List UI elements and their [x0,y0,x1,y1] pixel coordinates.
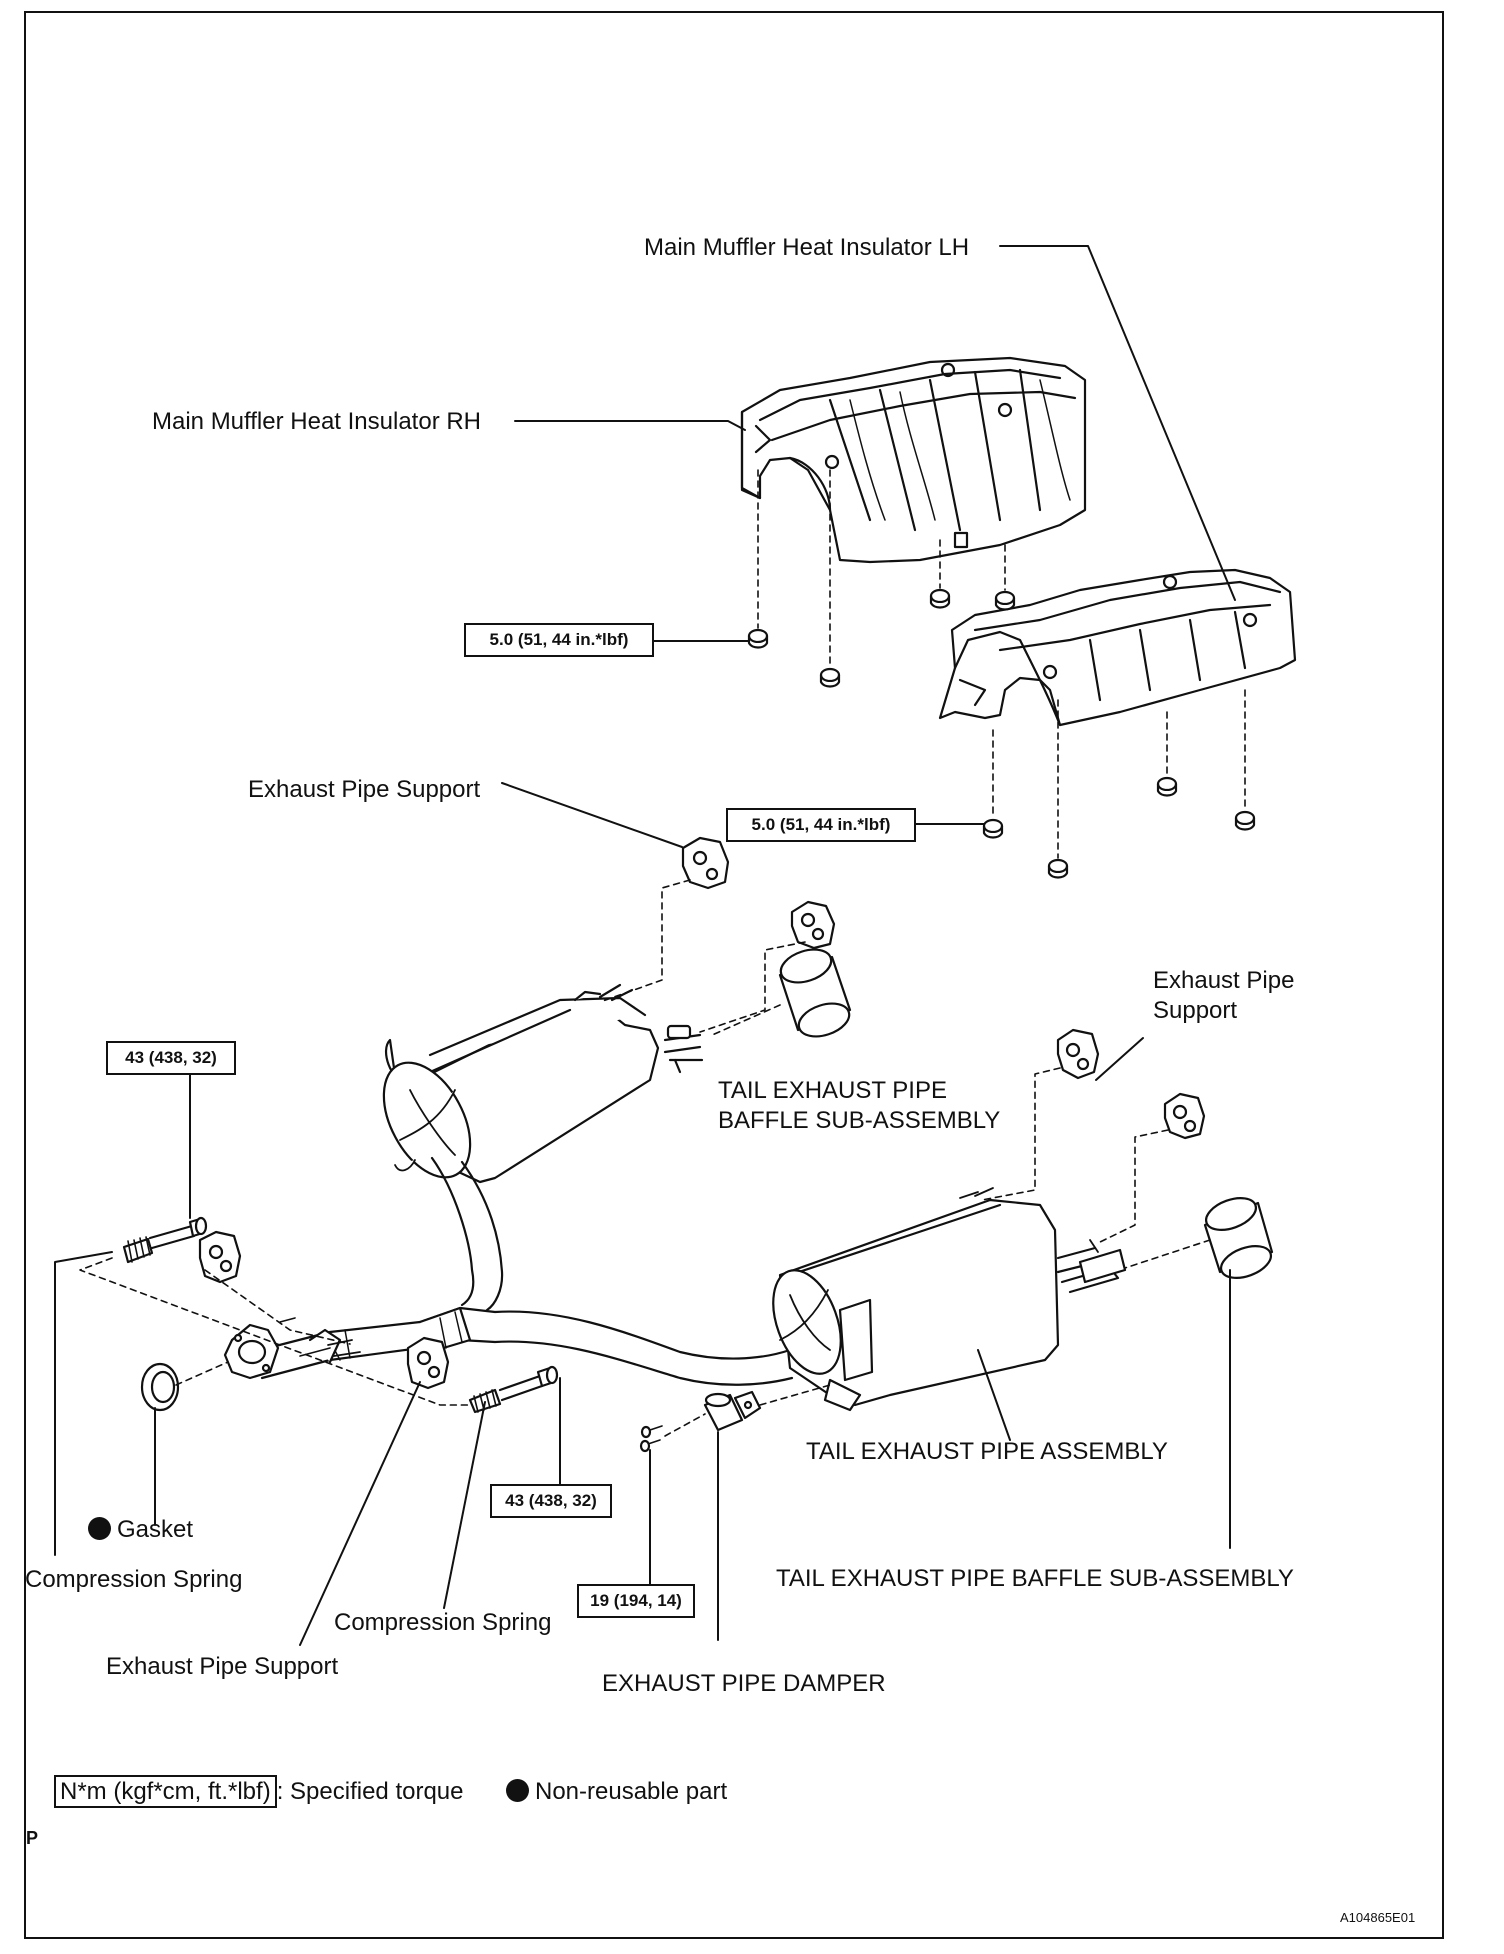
gasket-part [140,1362,180,1412]
legend-torque-desc: : Specified torque [276,1778,464,1805]
legend-nonreusable: Non-reusable part [506,1778,727,1806]
insulator-dash-lines [757,469,1246,859]
label-baffle-lower: TAIL EXHAUST PIPE BAFFLE SUB-ASSEMBLY [776,1565,1294,1592]
left-spring-bolt [122,1216,208,1264]
heat-insulator-lh [938,568,1297,727]
torque-bolt-mid: 43 (438, 32) [490,1484,612,1518]
insulator-nuts [747,588,1256,879]
front-y-pipe [258,1156,794,1386]
page-mark: P [26,1828,39,1848]
mid-spring-bolt [468,1365,559,1414]
legend: N*m (kgf*cm, ft.*lbf): Specified torque [54,1775,464,1808]
torque-insulator-rh: 5.0 (51, 44 in.*lbf) [464,623,654,657]
label-support-right: Exhaust Pipe Support [1153,967,1295,1024]
label-insulator-lh: Main Muffler Heat Insulator LH [644,234,970,261]
heat-insulator-rh [740,356,1087,564]
support-hangers [198,836,1206,1390]
leader-lines [54,245,1236,1646]
label-damper: EXHAUST PIPE DAMPER [602,1670,886,1697]
label-gasket: Gasket [88,1516,193,1544]
label-baffle-upper: TAIL EXHAUST PIPE BAFFLE SUB-ASSEMBLY [718,1077,1001,1134]
figure-frame [24,11,1444,1939]
baffle-upper [778,948,852,1038]
assembly-dash-lines [79,879,1211,1437]
baffle-lower [1203,1197,1274,1279]
torque-damper-bolt: 19 (194, 14) [577,1584,695,1618]
exhaust-damper [639,1390,762,1453]
legend-torque-key: N*m (kgf*cm, ft.*lbf) [54,1775,277,1808]
label-spring-left: Compression Spring [25,1566,243,1593]
label-support-lower: Exhaust Pipe Support [106,1653,339,1680]
non-reusable-dot-icon [88,1517,111,1540]
label-insulator-rh: Main Muffler Heat Insulator RH [152,408,482,435]
gasket-text: Gasket [117,1516,194,1543]
torque-insulator-lh: 5.0 (51, 44 in.*lbf) [726,808,916,842]
figure-id: A104865E01 [1340,1910,1416,1925]
label-spring-mid: Compression Spring [334,1609,552,1636]
non-reusable-dot-icon [506,1779,529,1802]
legend-nonreusable-text: Non-reusable part [535,1778,728,1805]
front-flange [223,1317,361,1380]
label-support-upper: Exhaust Pipe Support [248,776,481,803]
main-muffler-upper [382,983,704,1184]
torque-bolt-left: 43 (438, 32) [106,1041,236,1075]
tail-pipe-assembly [772,1187,1127,1412]
label-tail-assembly: TAIL EXHAUST PIPE ASSEMBLY [806,1438,1168,1465]
